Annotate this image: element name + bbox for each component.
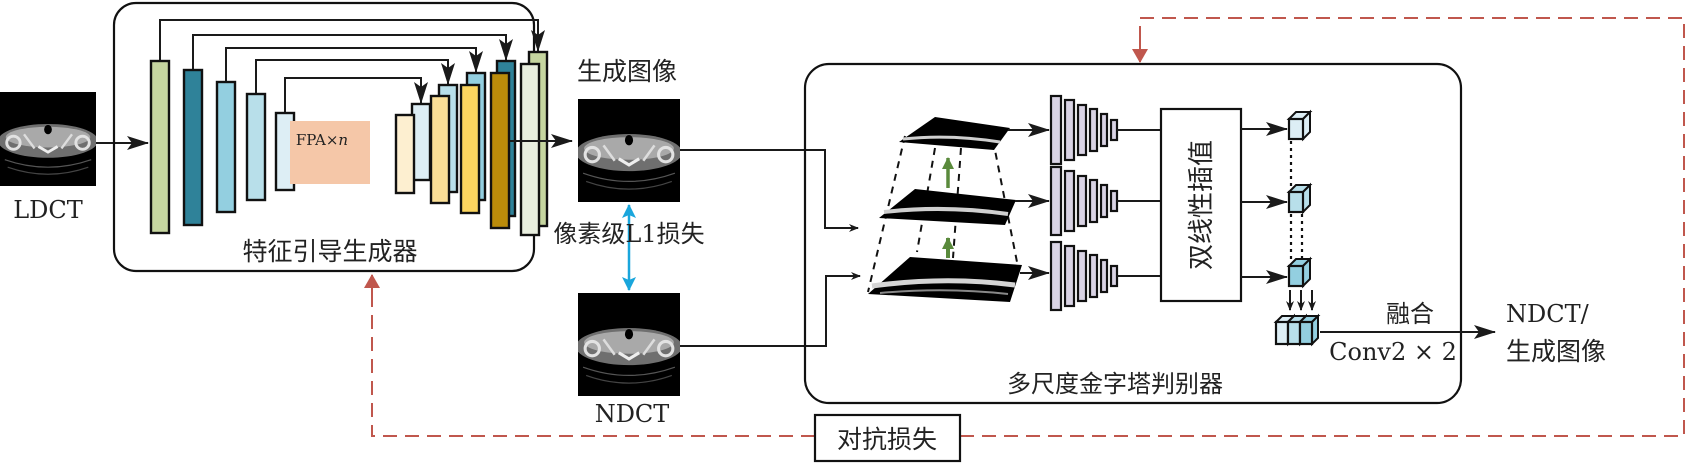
decoder-layer-5 bbox=[519, 62, 541, 237]
bilinear-interp-label: 双线性插值 bbox=[1187, 140, 1217, 270]
cube-front bbox=[1287, 264, 1305, 288]
ldct-input-image bbox=[0, 92, 96, 186]
output-label-line2: 生成图像 bbox=[1506, 337, 1606, 366]
generated-image-label: 生成图像 bbox=[577, 57, 677, 86]
skip-connection-2 bbox=[192, 34, 513, 70]
skip-connection-4 bbox=[255, 59, 455, 94]
ndct-to-discriminator-line bbox=[680, 272, 861, 347]
discriminator-conv-stacks bbox=[1049, 94, 1161, 312]
score-maps bbox=[1286, 109, 1313, 289]
conv-layer bbox=[1088, 107, 1099, 153]
generated-to-discriminator-line bbox=[680, 149, 859, 232]
conv-stack-scale-3 bbox=[1049, 240, 1161, 312]
conv-layer bbox=[1063, 244, 1076, 308]
encoder-layer-1 bbox=[149, 59, 171, 235]
image-pyramid bbox=[867, 117, 1022, 302]
score-map-3 bbox=[1286, 256, 1313, 289]
skip-connections bbox=[159, 19, 545, 113]
ndct-label: NDCT bbox=[595, 400, 670, 428]
bilinear-interp-box bbox=[1159, 107, 1243, 303]
conv-layer bbox=[1049, 240, 1063, 312]
conv-layer bbox=[1049, 94, 1063, 166]
fpa-label: FPA×n bbox=[296, 131, 348, 149]
ndct-image bbox=[578, 293, 680, 396]
adversarial-loop-left bbox=[371, 300, 815, 437]
generator-layers bbox=[149, 50, 549, 237]
conv-layer bbox=[1076, 249, 1088, 303]
cube-front bbox=[1286, 320, 1302, 346]
decoder-layer-1 bbox=[394, 113, 416, 195]
adversarial-loss-label: 对抗损失 bbox=[837, 425, 937, 454]
skip-connection-3 bbox=[225, 47, 483, 82]
skip-connection-1 bbox=[159, 19, 545, 61]
decoder-layer-3 bbox=[459, 83, 481, 215]
fused-slice-3 bbox=[1297, 313, 1321, 347]
conv-stack-scale-1 bbox=[1049, 94, 1161, 166]
conv-label: Conv2 × 2 bbox=[1329, 338, 1457, 366]
cube-front bbox=[1274, 320, 1290, 346]
output-label-line1: NDCT/ bbox=[1506, 300, 1590, 328]
decoder-layer-2 bbox=[429, 94, 451, 205]
conv-layer bbox=[1109, 118, 1119, 142]
conv-layer bbox=[1109, 189, 1119, 213]
pyramid-level-middle bbox=[879, 189, 1016, 225]
conv-layer bbox=[1076, 103, 1088, 157]
cube-front bbox=[1287, 190, 1305, 214]
adversarial-loss-box bbox=[813, 413, 962, 463]
l1-loss-label: 像素级L1损失 bbox=[553, 220, 704, 248]
conv-layer bbox=[1088, 178, 1099, 224]
pyramid-level-top bbox=[899, 117, 1010, 150]
conv-stack-scale-2 bbox=[1049, 165, 1161, 237]
skip-connection-5 bbox=[284, 77, 428, 113]
discriminator-label: 多尺度金字塔判别器 bbox=[1007, 370, 1223, 398]
conv-layer bbox=[1076, 174, 1088, 228]
conv-layer bbox=[1088, 253, 1099, 299]
cube-front bbox=[1298, 320, 1314, 346]
encoder-layer-4 bbox=[245, 92, 267, 202]
generated-image bbox=[578, 99, 680, 202]
cube-front bbox=[1287, 117, 1305, 141]
fusion-label: 融合 bbox=[1386, 300, 1434, 328]
fpa-block bbox=[290, 121, 370, 184]
conv-layer bbox=[1049, 165, 1063, 237]
discriminator-box bbox=[803, 62, 1463, 405]
score-map-1 bbox=[1286, 109, 1313, 142]
fused-score-map bbox=[1273, 313, 1321, 347]
encoder-layer-2 bbox=[182, 68, 204, 227]
decoder-layer-4 bbox=[489, 71, 511, 230]
score-map-2 bbox=[1286, 182, 1313, 215]
conv-layer bbox=[1099, 258, 1109, 294]
generator-label: 特征引导生成器 bbox=[242, 237, 417, 266]
conv-layer bbox=[1099, 183, 1109, 219]
encoder-layer-3 bbox=[215, 80, 237, 214]
conv-layer bbox=[1063, 98, 1076, 162]
pyramid-level-bottom bbox=[868, 257, 1022, 302]
ldct-label: LDCT bbox=[13, 196, 83, 224]
conv-layer bbox=[1063, 169, 1076, 233]
conv-layer bbox=[1099, 112, 1109, 148]
conv-layer bbox=[1109, 264, 1119, 288]
